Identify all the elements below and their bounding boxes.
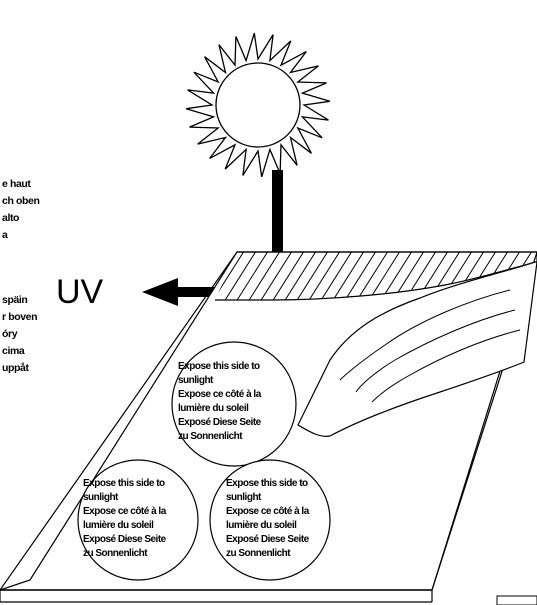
left-label-line: ch oben bbox=[2, 195, 39, 207]
circle-text-line: lumière du soleil bbox=[83, 520, 154, 531]
left-label-line: späin bbox=[2, 294, 27, 306]
left-label-line: uppåt bbox=[2, 362, 29, 374]
circle-text-line: Expose this side to bbox=[178, 361, 260, 372]
circle-text-line: Expose ce côté à la bbox=[83, 506, 167, 517]
circle-text-line: zu Sonnenlicht bbox=[226, 548, 291, 559]
circle-text-line: Exposé Diese Seite bbox=[226, 534, 310, 545]
circle-text-line: Expose this side to bbox=[226, 478, 308, 489]
circle-text-line: zu Sonnenlicht bbox=[178, 431, 243, 442]
circle-text-line: sunlight bbox=[83, 492, 119, 503]
circle-text-line: Expose ce côté à la bbox=[178, 389, 262, 400]
circle-text-line: sunlight bbox=[226, 492, 262, 503]
left-label-line: r boven bbox=[2, 311, 37, 323]
circle-text-line: Expose this side to bbox=[83, 478, 165, 489]
circle-text-line: zu Sonnenlicht bbox=[83, 548, 148, 559]
circle-text-line: Expose ce côté à la bbox=[226, 506, 310, 517]
corner-box bbox=[497, 596, 537, 605]
sun-disc bbox=[216, 63, 300, 147]
left-label-block-top: e haut ch oben alto a bbox=[2, 178, 39, 241]
left-label-block-bottom: späin r boven óry cima uppåt bbox=[2, 294, 37, 374]
uv-arrow-head bbox=[142, 278, 178, 306]
left-label-line: e haut bbox=[2, 178, 31, 190]
circle-text-line: Exposé Diese Seite bbox=[178, 417, 262, 428]
left-label-line: óry bbox=[2, 328, 18, 340]
left-label-line: alto bbox=[2, 212, 19, 224]
circle-text-line: sunlight bbox=[178, 375, 214, 386]
sun-icon bbox=[186, 33, 330, 177]
circle-text-line: lumière du soleil bbox=[226, 520, 297, 531]
circle-text-line: Exposé Diese Seite bbox=[83, 534, 167, 545]
left-label-line: cima bbox=[2, 345, 25, 357]
left-label-line: a bbox=[2, 229, 8, 241]
circle-text-line: lumière du soleil bbox=[178, 403, 249, 414]
uv-label: UV bbox=[56, 273, 104, 311]
